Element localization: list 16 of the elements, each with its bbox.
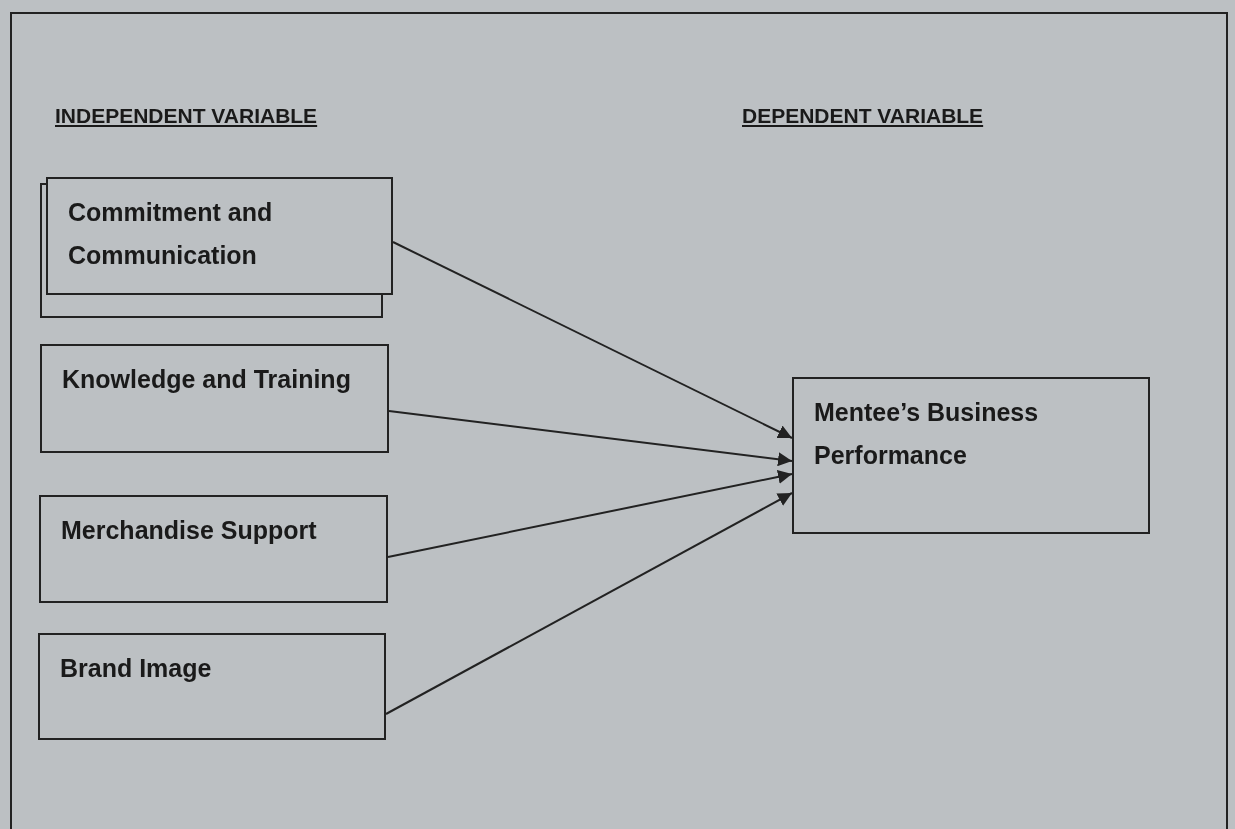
arrow: [387, 469, 793, 558]
arrow: [392, 241, 793, 439]
variable-box: [46, 177, 393, 295]
variable-name: Merchandise Support: [61, 515, 318, 546]
column-heading: DEPENDENT VARIABLE: [742, 103, 984, 129]
arrow: [388, 410, 793, 467]
variable-name: Mentee’s Business Performance: [814, 397, 1040, 471]
variable-box: [39, 495, 388, 603]
arrow: [385, 492, 793, 715]
variable-box: [792, 377, 1150, 534]
variable-box: [40, 344, 389, 453]
variable-name: Commitment and Communication: [68, 197, 274, 271]
variable-box: [38, 633, 386, 740]
variable-name: Brand Image: [60, 653, 213, 684]
variable-name: Knowledge and Training: [62, 364, 352, 395]
column-heading: INDEPENDENT VARIABLE: [55, 103, 318, 129]
